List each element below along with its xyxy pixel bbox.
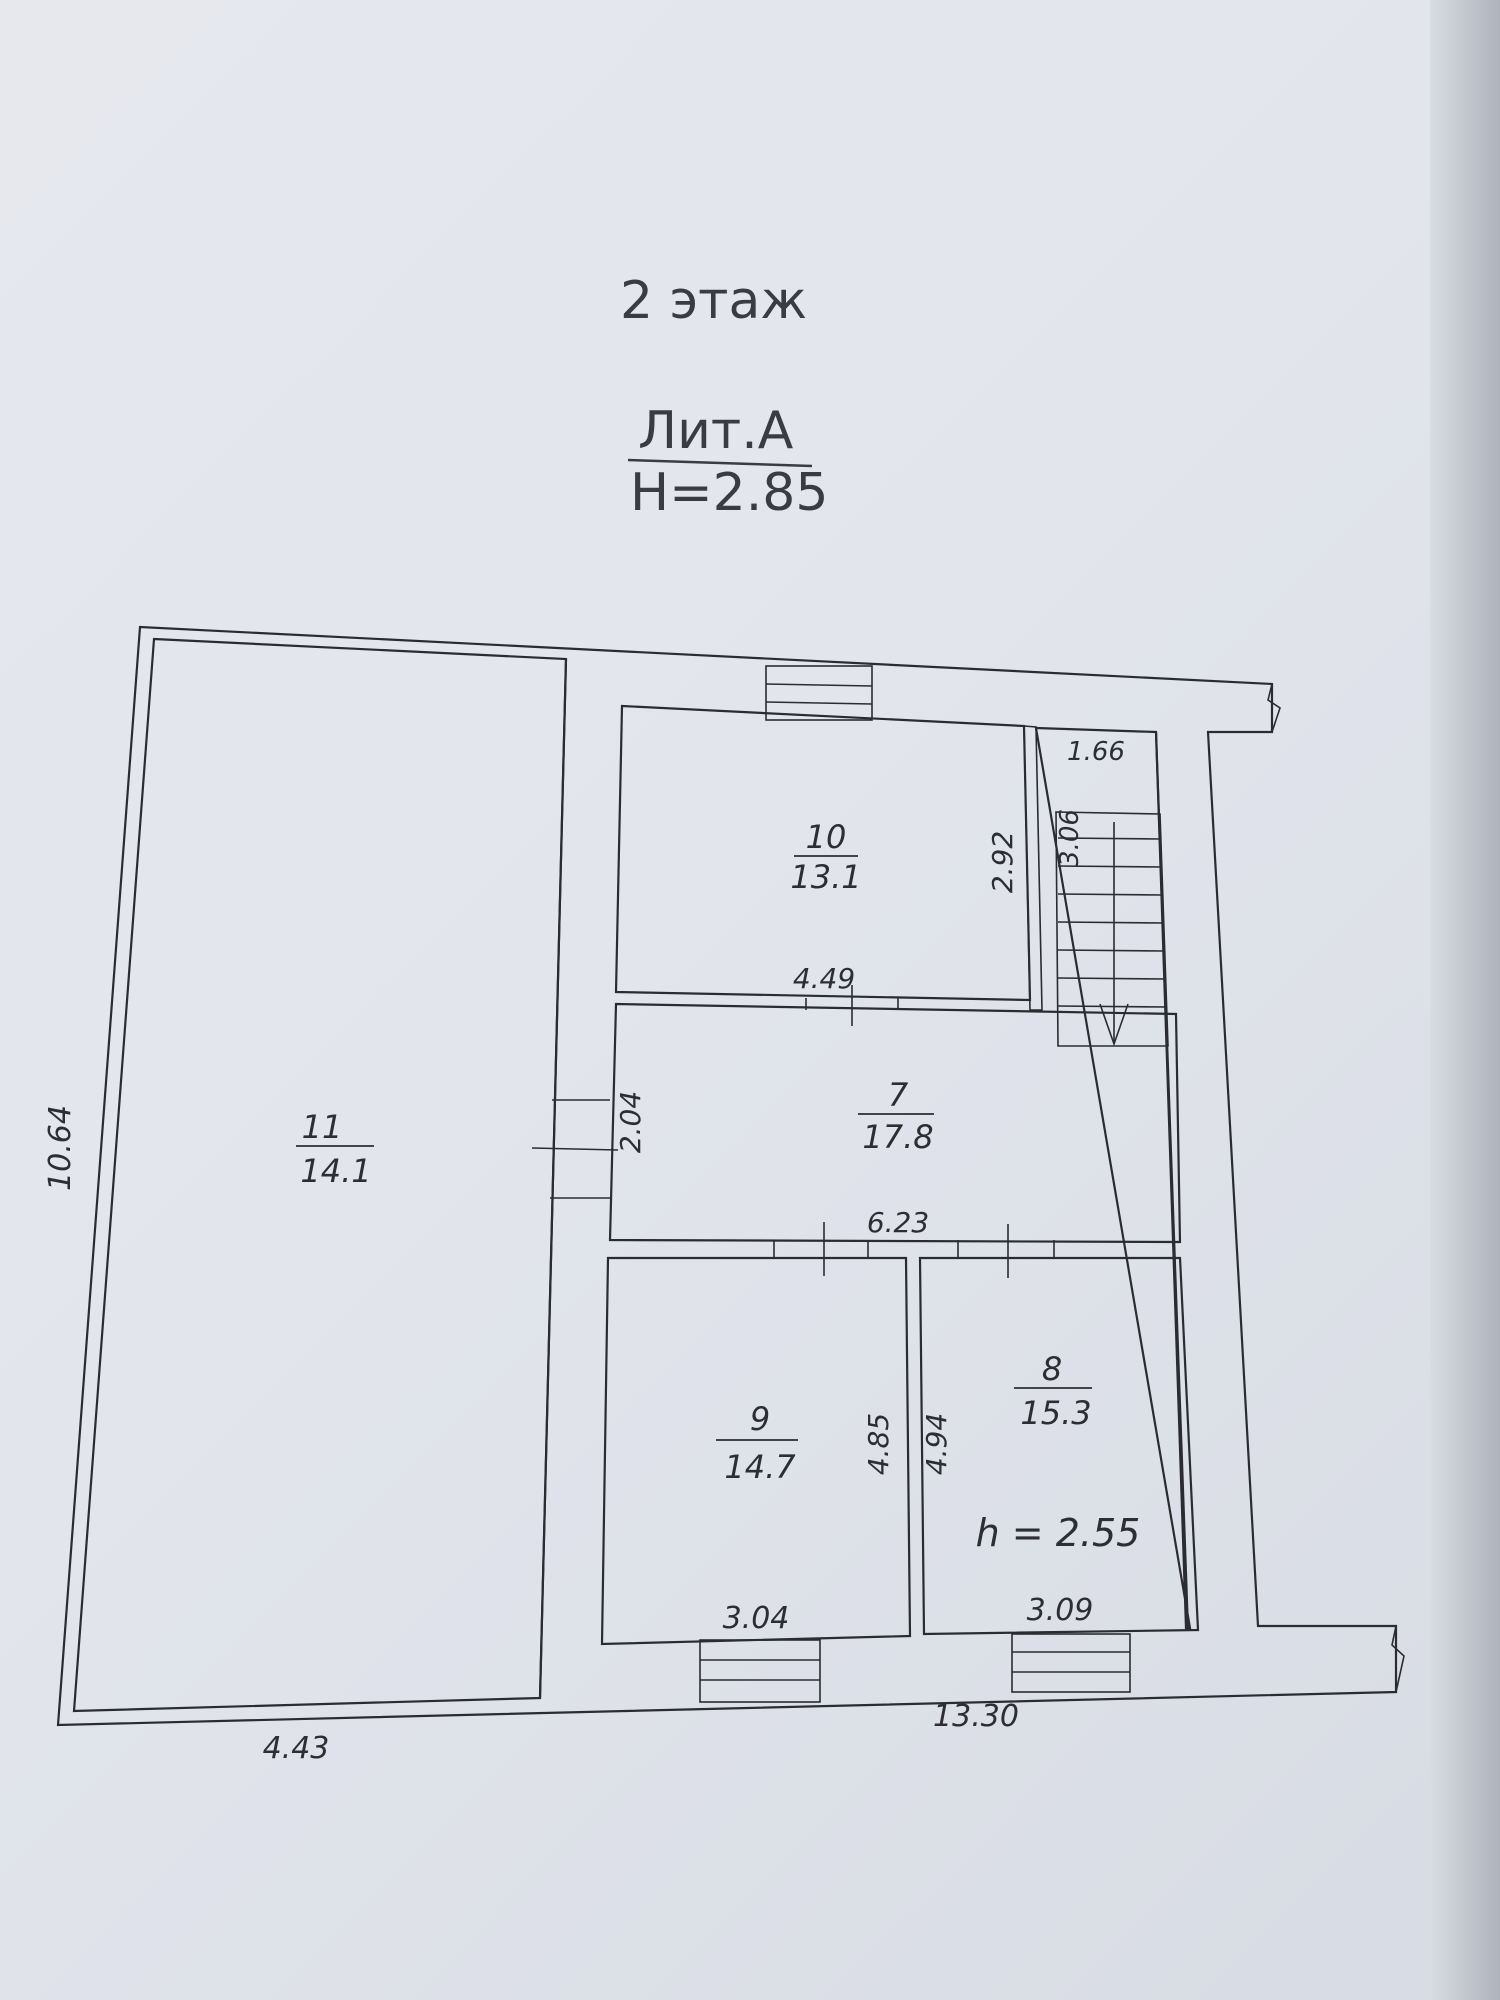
room-9-number: 9 xyxy=(750,1400,770,1438)
room-8-label: 8 15.3 xyxy=(1014,1350,1092,1432)
litera-divider xyxy=(627,458,813,468)
dim-room9-width: 3.04 xyxy=(723,1601,790,1636)
room-9-area: 14.7 xyxy=(724,1448,796,1486)
room-7-label: 7 17.8 xyxy=(858,1076,934,1156)
window-bottom-right xyxy=(1011,1633,1131,1693)
dim-room7-height: 2.04 xyxy=(614,1091,647,1153)
stair-steps xyxy=(1057,837,1168,1008)
room-11-number: 11 xyxy=(302,1108,343,1146)
room-8-number: 8 xyxy=(1042,1350,1062,1388)
litera-label: Лит.А xyxy=(638,401,794,461)
dim-overall-width: 13.30 xyxy=(933,1699,1019,1734)
stair-wall-right xyxy=(1034,726,1192,1630)
dim-room8-width: 3.09 xyxy=(1027,1593,1094,1628)
dim-room9-height: 4.85 xyxy=(862,1413,895,1475)
door-marks xyxy=(531,985,1055,1278)
room-10-area: 13.1 xyxy=(790,858,861,896)
dim-room10-height: 2.92 xyxy=(986,831,1019,893)
dim-overall-height: 10.64 xyxy=(43,1105,78,1191)
dim-room8-height: 4.94 xyxy=(920,1413,953,1475)
height-label: H=2.85 xyxy=(630,463,828,523)
room-8-area: 15.3 xyxy=(1020,1394,1091,1432)
room-10-wall xyxy=(1023,725,1043,1011)
room-9-label: 9 14.7 xyxy=(716,1400,798,1486)
room-9-outline xyxy=(600,1256,912,1646)
dim-stair-length: 3.06 xyxy=(1055,809,1085,867)
dim-room7-width: 6.23 xyxy=(867,1206,929,1239)
room-7-area: 17.8 xyxy=(862,1118,933,1156)
floor-title: 2 этаж xyxy=(620,271,807,331)
dim-room10-width: 4.49 xyxy=(793,962,855,995)
room-10-label: 10 13.1 xyxy=(790,818,861,896)
window-bottom-left xyxy=(699,1639,821,1703)
room-10-number: 10 xyxy=(806,818,847,856)
room-7-number: 7 xyxy=(888,1076,909,1114)
stair-right-boundary xyxy=(1154,731,1190,1631)
paper-edge xyxy=(1430,0,1500,2000)
stair-arrow-head xyxy=(1099,1003,1129,1047)
room-11-label: 11 14.1 xyxy=(296,1108,374,1190)
room-11-area: 14.1 xyxy=(300,1152,371,1190)
wall-11-corridor xyxy=(538,658,568,1699)
stair xyxy=(1055,811,1169,1047)
room-8-outline xyxy=(918,1256,1200,1636)
dim-room11-width: 4.43 xyxy=(263,1731,330,1766)
window-top xyxy=(765,665,873,721)
dim-stair-width: 1.66 xyxy=(1067,737,1125,767)
room-7-outline xyxy=(608,1002,1182,1244)
room-8-ceiling-height: h = 2.55 xyxy=(976,1511,1141,1555)
break-mark-top xyxy=(1267,683,1281,733)
break-mark-bottom xyxy=(1391,1625,1405,1693)
outer-wall xyxy=(56,625,1398,1727)
